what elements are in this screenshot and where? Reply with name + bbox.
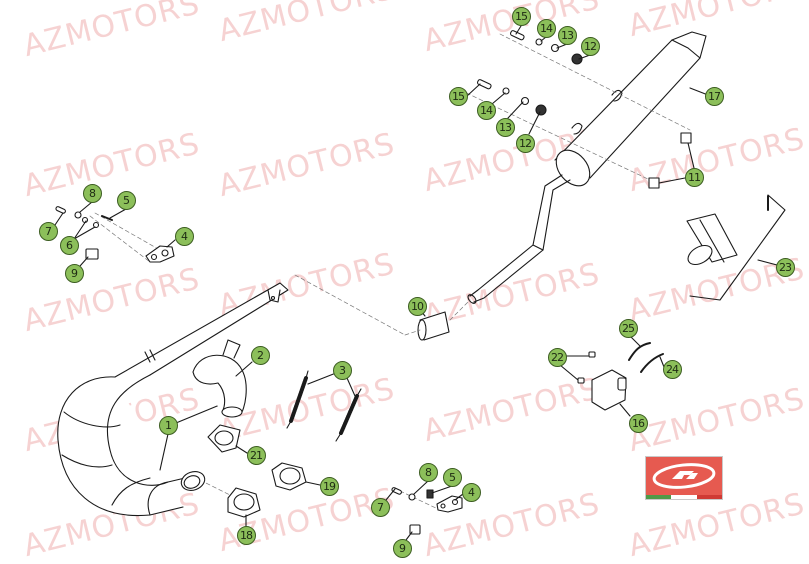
bushing-part-10: [416, 305, 450, 341]
part-callout-4[interactable]: 4: [461, 482, 481, 502]
part-callout-8[interactable]: 8: [418, 462, 438, 482]
part-callout-10[interactable]: 10: [407, 296, 427, 316]
part-callout-13[interactable]: 13: [557, 25, 577, 45]
part-callout-17[interactable]: 17: [704, 86, 724, 106]
part-callout-14[interactable]: 14: [476, 100, 496, 120]
part-callout-12[interactable]: 12: [515, 133, 535, 153]
part-callout-9[interactable]: 9: [64, 263, 84, 283]
part-callout-19[interactable]: 19: [319, 476, 339, 496]
part-callout-11[interactable]: 11: [684, 167, 704, 187]
part-callout-9[interactable]: 9: [392, 538, 412, 558]
valve-assembly-part-16: [559, 336, 665, 417]
part-callout-5[interactable]: 5: [442, 467, 462, 487]
bracket-left-leader-lines: [54, 201, 176, 267]
silencer-leader-lines: [466, 25, 695, 184]
part-callout-22[interactable]: 22: [547, 347, 567, 367]
part-callout-16[interactable]: 16: [628, 413, 648, 433]
part-callout-23[interactable]: 23: [775, 257, 795, 277]
azmotors-logo: [645, 456, 723, 500]
part-callout-1[interactable]: 1: [158, 415, 178, 435]
part-callout-2[interactable]: 2: [250, 345, 270, 365]
springs-part-3: [286, 370, 362, 442]
part-callout-12[interactable]: 12: [580, 36, 600, 56]
part-callout-5[interactable]: 5: [116, 190, 136, 210]
silencer-guard-part-23: [686, 194, 786, 301]
part-callout-7[interactable]: 7: [370, 497, 390, 517]
italian-flag-stripe: [646, 495, 722, 499]
logo-emblem-icon: [652, 463, 716, 489]
link-pipe: [467, 174, 571, 304]
silencer-part-17: [554, 31, 709, 187]
silencer-fasteners: [476, 30, 692, 189]
part-callout-6[interactable]: 6: [59, 235, 79, 255]
gaskets: [207, 424, 321, 527]
part-callout-21[interactable]: 21: [246, 445, 266, 465]
part-callout-8[interactable]: 8: [82, 183, 102, 203]
part-callout-3[interactable]: 3: [332, 360, 352, 380]
part-callout-4[interactable]: 4: [174, 226, 194, 246]
part-callout-24[interactable]: 24: [662, 359, 682, 379]
assembly-lines: [89, 33, 691, 511]
part-callout-7[interactable]: 7: [38, 221, 58, 241]
part-callout-15[interactable]: 15: [448, 86, 468, 106]
part-callout-15[interactable]: 15: [511, 6, 531, 26]
expansion-chamber-part-1: [57, 282, 289, 517]
part-callout-18[interactable]: 18: [236, 525, 256, 545]
bracket-group-right: [391, 487, 463, 535]
part-callout-14[interactable]: 14: [536, 18, 556, 38]
part-callout-25[interactable]: 25: [618, 318, 638, 338]
bracket-group-left: [55, 206, 175, 263]
manifold-part-2: [192, 339, 253, 418]
part-callout-13[interactable]: 13: [495, 117, 515, 137]
